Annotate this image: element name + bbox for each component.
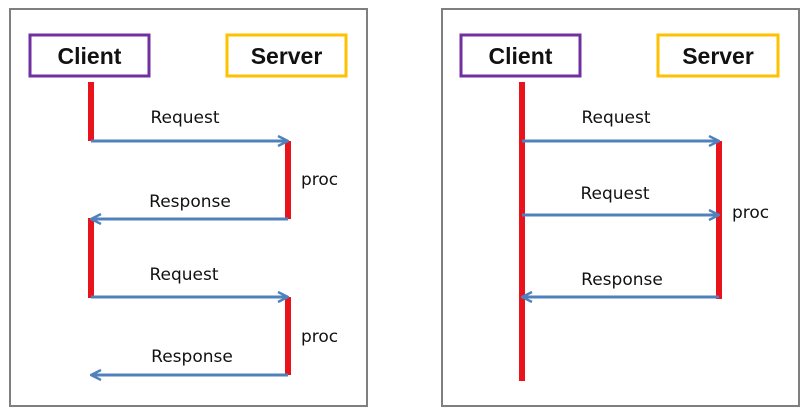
left-server-box <box>225 33 348 78</box>
left-message-label-4: Response <box>151 347 233 367</box>
left-message-label-1: Request <box>150 108 219 128</box>
left-client-label: Client <box>58 43 122 69</box>
right-client-label: Client <box>489 43 553 69</box>
right-proc-label-1: proc <box>732 203 769 223</box>
right-message-label-1: Request <box>581 108 650 128</box>
left-server-label: Server <box>251 43 323 69</box>
right-server-label: Server <box>682 43 754 69</box>
right-server-box <box>656 33 780 78</box>
right-panel: Client Server Request Request Response p… <box>441 8 800 407</box>
left-proc-label-1: proc <box>301 170 338 190</box>
right-client-box <box>459 33 582 78</box>
left-proc-label-2: proc <box>301 327 338 347</box>
left-panel: Client Server Request Response Request R… <box>9 8 368 407</box>
left-client-box <box>28 33 151 78</box>
left-message-label-2: Response <box>149 192 231 212</box>
right-message-label-3: Response <box>581 270 663 290</box>
right-message-label-2: Request <box>580 184 649 204</box>
left-message-label-3: Request <box>149 265 218 285</box>
